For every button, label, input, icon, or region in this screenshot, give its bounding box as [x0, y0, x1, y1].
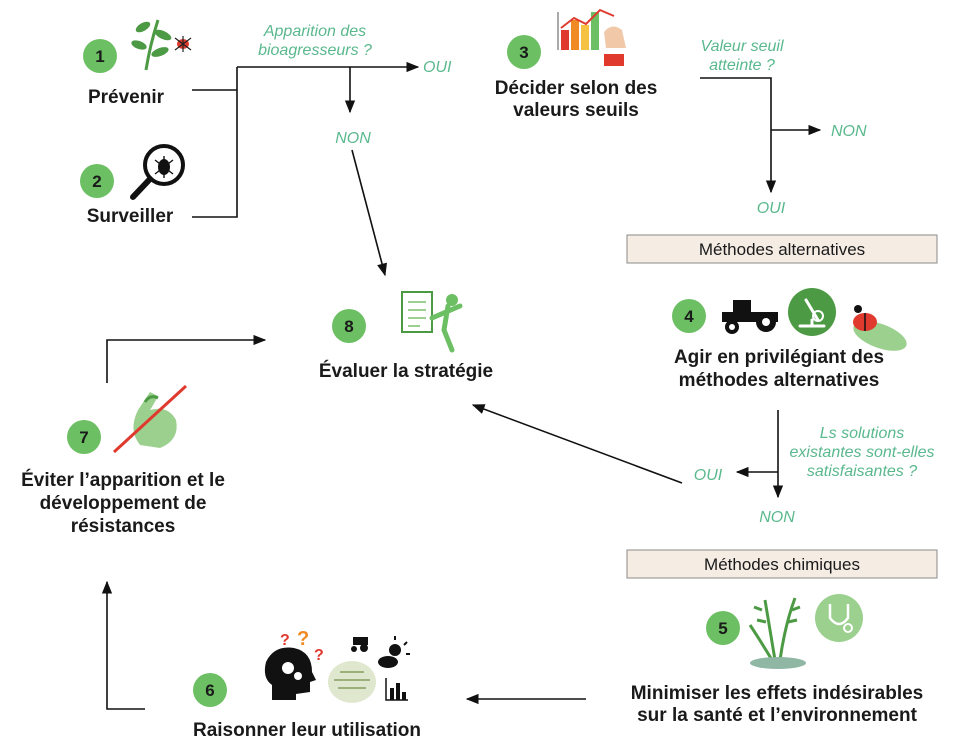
step-number: 6 [205, 681, 214, 700]
small-tractor-icon [351, 637, 368, 652]
ladybug-leaf-icon [853, 305, 907, 351]
question-line: atteinte ? [709, 57, 775, 74]
question-line: satisfaisantes ? [807, 463, 917, 480]
answer-non-1: NON [335, 130, 371, 147]
evaluation-checklist-icon [401, 291, 463, 353]
head-gears-icon: ? ? ? [264, 628, 324, 700]
arrow-6-to-7 [101, 580, 145, 710]
step-number: 5 [718, 619, 727, 638]
step-badge [193, 673, 227, 707]
step-label-line: résistances [71, 516, 176, 537]
step-badge [672, 299, 706, 333]
step-badge [332, 309, 366, 343]
question-line: Ls solutions [820, 425, 905, 442]
step-label-line: Éviter l’apparition et le [21, 469, 225, 491]
step-badge [67, 420, 101, 454]
step-badge [706, 611, 740, 645]
step-label-line: sur la santé et l’environnement [637, 705, 917, 726]
step-3: 3 Décider selon des valeurs seuils [495, 8, 658, 121]
box-label: Méthodes chimiques [704, 555, 860, 574]
question-line: Valeur seuil [700, 38, 783, 55]
step-1: 1 Prévenir [83, 19, 192, 108]
question-line: bioagresseurs ? [258, 42, 372, 59]
step-number: 4 [684, 307, 694, 326]
box-background [626, 234, 938, 264]
step-label-line: développement de [40, 493, 207, 514]
step-label: Évaluer la stratégie [319, 360, 493, 382]
bar-graph-icon [385, 678, 408, 701]
stethoscope-icon [815, 594, 863, 642]
step-label-line: valeurs seuils [513, 100, 639, 121]
step-2: 2 Surveiller [80, 144, 185, 227]
answer-oui-2: OUI [757, 200, 786, 217]
fern-plant-icon [748, 597, 806, 669]
step-number: 8 [344, 317, 353, 336]
arrow-oui-to-evaluer [471, 404, 683, 484]
weather-icon [378, 636, 410, 668]
svg-text:?: ? [280, 632, 290, 649]
step-number: 3 [519, 43, 528, 62]
question-line: Apparition des [263, 23, 366, 40]
question-solutions: Ls solutions existantes sont-elles satis… [790, 425, 935, 480]
step-6: 6 ? ? ? Raisonner leur [193, 628, 421, 741]
step-label: Prévenir [88, 87, 165, 108]
step-4: 4 Agir en privilégiant des méthodes alte… [672, 288, 907, 391]
connector-surveiller [192, 67, 238, 218]
step-8: 8 Évaluer la stratégie [319, 291, 493, 382]
box-methodes-chimiques: Méthodes chimiques [626, 549, 938, 579]
flexed-arm-crossed-icon [112, 384, 188, 454]
step-badge [80, 164, 114, 198]
crop-field-icon [328, 661, 376, 703]
arrow-non-to-evaluer [351, 149, 388, 277]
step-badge [83, 39, 117, 73]
step-number: 1 [95, 47, 104, 66]
step-label-line: Décider selon des [495, 78, 658, 99]
box-methodes-alternatives: Méthodes alternatives [626, 234, 938, 264]
box-background [626, 549, 938, 579]
answer-non-2: NON [831, 123, 867, 140]
magnifier-bug-icon [130, 144, 185, 200]
box-label: Méthodes alternatives [699, 240, 865, 259]
answer-oui-3: OUI [694, 467, 723, 484]
step-7: 7 Éviter l’apparition et le développemen… [21, 384, 225, 537]
step-label-line: Minimiser les effets indésirables [631, 683, 924, 704]
step-label-line: Agir en privilégiant des [674, 347, 884, 368]
step-label: Raisonner leur utilisation [193, 720, 421, 741]
question-seuil: Valeur seuil atteinte ? [700, 38, 783, 74]
question-bioagresseurs: Apparition des bioagresseurs ? [258, 23, 372, 59]
plant-icon [131, 19, 172, 71]
step-label-line: méthodes alternatives [679, 370, 880, 391]
arrow-7-to-8 [106, 334, 267, 383]
pest-icon [174, 36, 192, 52]
step-number: 7 [79, 428, 88, 447]
answer-non-3: NON [759, 509, 795, 526]
microscope-icon [788, 288, 836, 336]
step-5: 5 Minimiser les effets indésirables sur … [631, 594, 924, 726]
svg-text:?: ? [297, 628, 309, 650]
tractor-icon [722, 300, 778, 334]
arrow-seuil-to-oui [700, 77, 777, 194]
connectors [101, 61, 822, 710]
bar-chart-hand-icon [557, 8, 626, 66]
svg-text:?: ? [314, 647, 324, 664]
step-label: Surveiller [87, 206, 174, 227]
step-number: 2 [92, 172, 101, 191]
question-line: existantes sont-elles [790, 444, 935, 461]
step-badge [507, 35, 541, 69]
answer-oui-1: OUI [423, 59, 452, 76]
